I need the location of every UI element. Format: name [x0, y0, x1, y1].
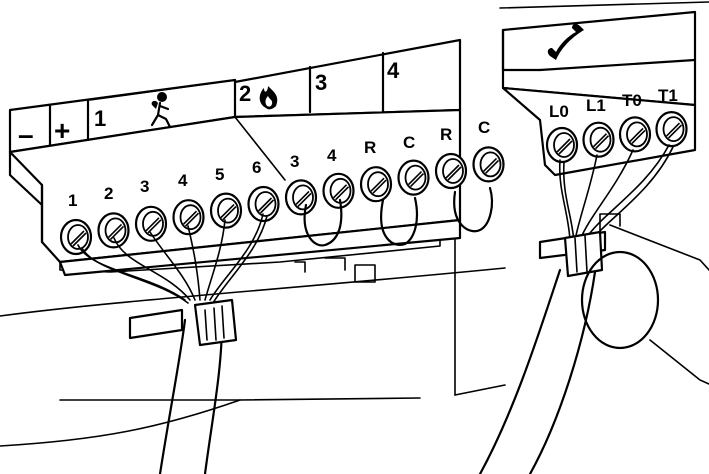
- screw-terminal: [172, 199, 205, 236]
- base-rail: [59, 231, 441, 273]
- fire-icon: [259, 86, 278, 110]
- jumper-loop: [303, 198, 343, 247]
- screw-terminal: [359, 166, 393, 203]
- screw-terminal: [472, 146, 505, 183]
- terminal-label: 4: [178, 171, 188, 190]
- terminal-label: 1: [68, 191, 77, 210]
- cable-knockout: [580, 250, 660, 350]
- screw-terminal: [322, 172, 355, 209]
- zone-1-label: 1: [94, 106, 106, 131]
- terminal-label: 4: [327, 146, 337, 165]
- right-labels: L0 L1 T0 T1: [547, 23, 678, 121]
- jumper-loop: [453, 186, 494, 233]
- zone-4-label: 4: [387, 58, 400, 83]
- zone-2-label: 2: [239, 81, 251, 106]
- terminal-label: 6: [252, 158, 261, 177]
- terminal-label: L0: [549, 102, 569, 121]
- left-terminal-labels: 1 2 3 4 5 6 3 4 R C R C: [68, 118, 490, 210]
- power-plus-label: +: [54, 115, 70, 146]
- terminal-label: T0: [622, 91, 642, 110]
- screw-terminal: [97, 212, 130, 249]
- terminal-label: C: [478, 118, 490, 137]
- screw-terminal: [434, 152, 468, 190]
- wiring: [77, 144, 674, 474]
- terminal-label: 3: [140, 177, 149, 196]
- terminal-label: T1: [658, 86, 678, 105]
- terminal-label: L1: [586, 96, 606, 115]
- terminal-label: 2: [104, 184, 113, 203]
- terminal-label: 3: [290, 152, 299, 171]
- screw-terminal: [582, 121, 615, 158]
- terminal-label: 5: [215, 165, 224, 184]
- screw-terminal: [209, 192, 243, 229]
- jumper-loop: [380, 196, 419, 246]
- intruder-running-icon: [150, 92, 172, 129]
- screw-terminal: [134, 205, 168, 242]
- screw-terminal: [655, 111, 688, 148]
- terminal-label: R: [364, 138, 376, 157]
- screw-terminal: [397, 159, 430, 196]
- left-labels: – + 1 2 3 4: [18, 58, 400, 150]
- terminal-label: C: [403, 133, 415, 152]
- screw-terminal: [545, 126, 579, 164]
- screw-terminal: [59, 218, 93, 256]
- telephone-handset-icon: [547, 23, 584, 60]
- screw-terminal: [284, 179, 318, 216]
- screw-terminal: [618, 116, 652, 153]
- cable-clamp: [128, 308, 184, 340]
- zone-3-label: 3: [315, 70, 327, 95]
- screw-terminals: [59, 111, 688, 256]
- power-minus-label: –: [18, 119, 34, 150]
- screw-terminal: [247, 185, 280, 223]
- terminal-label: R: [440, 125, 452, 144]
